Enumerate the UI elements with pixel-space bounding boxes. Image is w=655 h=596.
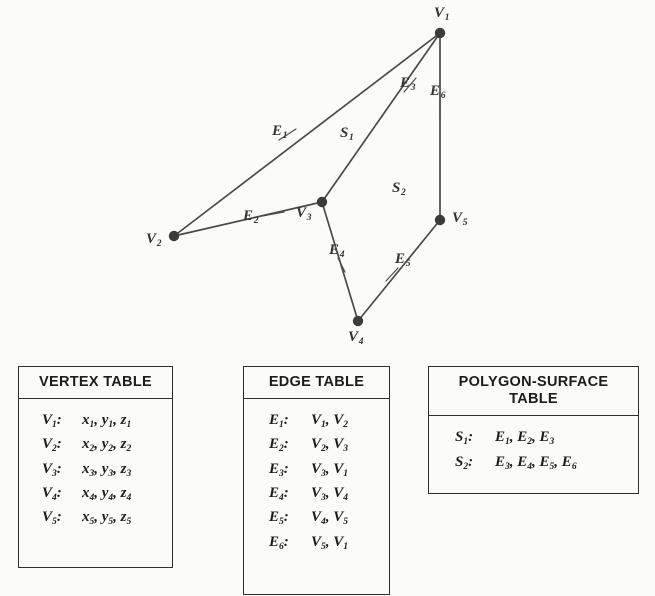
edge-label-e6: E6: [430, 83, 446, 101]
polygon-surface-table-title: POLYGON-SURFACE TABLE: [429, 367, 638, 417]
edge-table-row-value: V1, V2: [311, 412, 349, 431]
edge-line-e3: [321, 32, 441, 203]
edge-lines-group: [173, 32, 441, 322]
edge-label-e1: E1: [272, 123, 288, 141]
edge-label-e4: E4: [329, 242, 345, 260]
vertex-label-v4: V4: [348, 329, 364, 347]
vertex-table-row-key: V5:: [42, 509, 62, 528]
e5-leader: [385, 267, 399, 282]
vertex-table-row: V3: x3, y3, z3: [19, 457, 172, 481]
e4-leader: [337, 257, 346, 273]
edge-line-e1: [173, 32, 441, 237]
surface-label-s2: S2: [392, 180, 406, 198]
vertex-table-title: VERTEX TABLE: [19, 367, 172, 400]
e1-leader: [278, 128, 297, 141]
e3-leader: [403, 77, 417, 93]
edge-table-row-key: E2:: [269, 436, 289, 455]
edge-table-row-key: E6:: [269, 533, 289, 552]
polygon-surface-title-line2: TABLE: [509, 391, 558, 408]
edge-table-row: E5: V4, V5: [244, 505, 389, 529]
vertex-dot-v4: [352, 315, 364, 327]
vertex-label-v1: V1: [434, 5, 450, 23]
edge-table-row: E1: V1, V2: [244, 408, 389, 432]
vertex-dot-v1: [434, 27, 446, 39]
vertex-table-row: V5: x5, y5, z5: [19, 505, 172, 529]
polygon-surface-table-row-value: E3, E4, E5, E6: [495, 453, 577, 472]
vertex-label-v2: V2: [146, 231, 162, 249]
edge-table-title: EDGE TABLE: [244, 367, 389, 400]
edge-table-row-key: E1:: [269, 412, 289, 431]
vertex-dots-group: [168, 27, 446, 327]
vertex-table-row-value: x3, y3, z3: [82, 460, 132, 479]
edge-table: EDGE TABLE E1: V1, V2 E2: V2, V3 E3: V3, V1 E4…: [243, 366, 390, 595]
edge-table-row-value: V2, V3: [311, 436, 349, 455]
edge-table-row-value: V5, V1: [311, 533, 349, 552]
vertex-table-row-value: x2, y2, z2: [82, 436, 132, 455]
vertex-label-v3: V3: [296, 205, 312, 223]
edge-table-row-key: E3:: [269, 460, 289, 479]
vertex-label-v5: V5: [452, 210, 468, 228]
edge-label-e3: E3: [400, 75, 416, 93]
polygon-surface-table-body: S1: E1, E2, E3 S2: E3, E4, E5, E6: [429, 416, 638, 482]
vertex-table-row: V4: x4, y4, z4: [19, 481, 172, 505]
edge-table-row: E4: V3, V4: [244, 481, 389, 505]
edge-table-row-key: E4:: [269, 485, 289, 503]
edge-table-body: E1: V1, V2 E2: V2, V3 E3: V3, V1 E4: V3, V4 E5: V…: [244, 399, 389, 562]
edge-table-row-value: V4, V5: [311, 509, 349, 528]
vertex-table-row-value: x5, y5, z5: [82, 509, 132, 528]
polygon-surface-table-row: S1: E1, E2, E3: [429, 425, 638, 449]
vertex-table-row-key: V3:: [42, 460, 62, 479]
leader-lines-group: [261, 77, 441, 282]
polygon-surface-table-row-key: S2:: [455, 453, 474, 472]
vertex-table-row-key: V4:: [42, 485, 62, 503]
polygon-surface-table: POLYGON-SURFACE TABLE S1: E1, E2, E3 S2: E3…: [428, 366, 639, 494]
edge-table-row: E2: V2, V3: [244, 432, 389, 456]
polygon-surface-title-line1: POLYGON-SURFACE: [458, 374, 609, 390]
vertex-table-row-key: V1:: [42, 412, 62, 431]
e2-leader: [261, 211, 285, 217]
edge-table-row-key: E5:: [269, 509, 289, 528]
edge-line-e2: [173, 201, 323, 237]
edge-table-row-value: V3, V1: [311, 460, 349, 479]
edge-table-row: E6: V5, V1: [244, 530, 389, 554]
polygon-surface-table-row: S2: E3, E4, E5, E6: [429, 450, 638, 474]
vertex-table-row-key: V2:: [42, 436, 62, 455]
vertex-dot-v2: [168, 230, 180, 242]
vertex-table-row: V1: x1, y1, z1: [19, 408, 172, 432]
vertex-dot-v5: [434, 214, 446, 226]
edge-label-e2: E2: [243, 208, 259, 226]
edge-line-e5: [357, 219, 441, 322]
wireframe-diagram: [168, 27, 446, 327]
vertex-dot-v3: [316, 196, 328, 208]
surface-label-s1: S1: [340, 125, 354, 143]
polygon-surface-table-row-value: E1, E2, E3: [495, 429, 555, 448]
vertex-table-row: V2: x2, y2, z2: [19, 432, 172, 456]
edge-table-row: E3: V3, V1: [244, 457, 389, 481]
edge-label-e5: E5: [395, 251, 411, 269]
vertex-table-row-value: x1, y1, z1: [82, 412, 132, 431]
edge-table-row-value: V3, V4: [311, 485, 349, 503]
vertex-table-row-value: x4, y4, z4: [82, 485, 132, 503]
polygon-surface-table-row-key: S1:: [455, 429, 474, 448]
